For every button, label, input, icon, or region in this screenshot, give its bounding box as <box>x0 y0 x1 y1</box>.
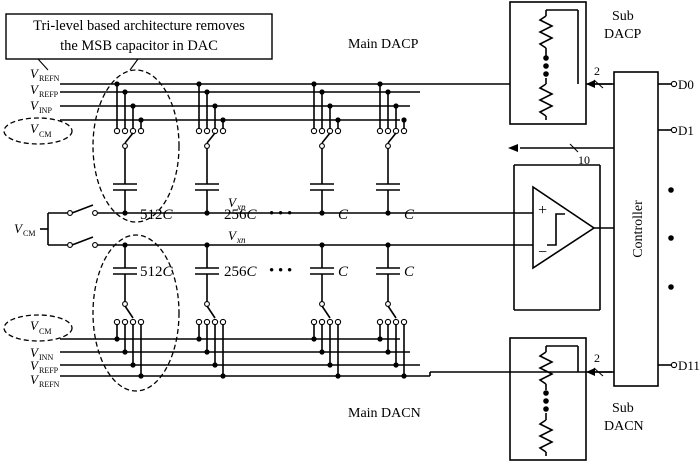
cap-label-c4-bottom: C <box>404 264 415 280</box>
svg-text:V: V <box>30 372 40 387</box>
cap-label-c3-bottom: C <box>338 264 349 280</box>
svg-text:REFN: REFN <box>39 380 60 389</box>
vcm-bottom-ellipse <box>3 314 73 342</box>
svg-text:CM: CM <box>23 229 35 238</box>
svg-text:V: V <box>30 66 40 81</box>
vrefn-bottom-label: V REFN <box>30 372 60 389</box>
vrefp-bottom-label: V REFP <box>30 358 59 375</box>
svg-text:xn: xn <box>236 235 246 245</box>
svg-text:REFP: REFP <box>39 366 59 375</box>
bottom-cap-column <box>195 242 227 379</box>
svg-text:INN: INN <box>39 353 53 362</box>
vxp-label: V xp <box>228 195 246 212</box>
svg-text:V: V <box>228 195 238 210</box>
sub-dacn-label-2: DACN <box>604 419 644 434</box>
svg-text:V: V <box>30 121 40 136</box>
vcm-top-label: V CM <box>30 121 51 139</box>
svg-text:REFN: REFN <box>39 74 60 83</box>
cap-ellipsis-bottom: • • • <box>269 263 292 279</box>
bottom-cap-column <box>376 242 408 379</box>
top-cap-column <box>310 81 342 216</box>
sub-dacn-block <box>509 337 614 461</box>
sub-dacp-label-1: Sub <box>612 9 634 24</box>
vxn-label: V xn <box>228 228 246 245</box>
bottom-capacitor-array <box>113 242 408 379</box>
controller-block <box>613 71 659 387</box>
annotation-line-2: the MSB capacitor in DAC <box>60 38 218 54</box>
controller-label: Controller <box>631 200 646 258</box>
sub-dacp-label-2: DACP <box>604 27 642 42</box>
svg-text:xp: xp <box>236 202 246 212</box>
comparator: + − <box>532 185 614 270</box>
svg-text:V: V <box>228 228 238 243</box>
sub-dacp-block <box>509 1 614 125</box>
svg-text:INP: INP <box>39 106 52 115</box>
sub-dacn-label-1: Sub <box>612 401 634 416</box>
bus-width-top: 2 <box>594 64 600 78</box>
cap-ellipsis-top: • • • <box>269 206 292 222</box>
cap-label-c3-top: C <box>338 207 349 223</box>
svg-text:V: V <box>30 98 40 113</box>
annotation-line-1: Tri-level based architecture removes <box>33 18 245 34</box>
annotation-box <box>5 13 273 60</box>
cap-label-512c-top: 512C <box>140 207 174 223</box>
main-dacp-label: Main DACP <box>348 37 419 52</box>
top-cap-column <box>195 81 227 216</box>
msb-highlight-top <box>92 69 180 223</box>
comparator-plus: + <box>538 202 547 219</box>
vrefn-top-label: V REFN <box>30 66 60 83</box>
cap-label-256c-top: 256C <box>224 207 258 223</box>
svg-text:REFP: REFP <box>39 90 59 99</box>
vcm-top-ellipse <box>3 117 73 145</box>
bus-width-mid: 10 <box>578 153 590 167</box>
sampling-switches <box>40 204 98 248</box>
svg-text:V: V <box>30 82 40 97</box>
svg-text:CM: CM <box>39 327 51 336</box>
vcm-bottom-label: V CM <box>30 318 51 336</box>
bottom-cap-column <box>113 242 145 379</box>
bottom-cap-column <box>310 242 342 379</box>
svg-text:CM: CM <box>39 130 51 139</box>
vinp-label: V INP <box>30 98 52 115</box>
top-cap-column <box>113 81 145 216</box>
main-dacn-label: Main DACN <box>348 406 421 421</box>
top-capacitor-array <box>113 81 408 216</box>
vinn-label: V INN <box>30 345 53 362</box>
output-d11: D11 <box>678 358 700 373</box>
output-d1: D1 <box>678 123 694 138</box>
output-d0: D0 <box>678 77 694 92</box>
svg-text:V: V <box>14 221 24 236</box>
svg-text:V: V <box>30 345 40 360</box>
cap-label-c4-top: C <box>404 207 415 223</box>
vcm-input-label: V CM <box>14 221 35 238</box>
cap-label-256c-bottom: 256C <box>224 264 258 280</box>
comparator-minus: − <box>538 244 547 261</box>
controller-outputs <box>658 80 678 369</box>
svg-text:V: V <box>30 318 40 333</box>
control-bus-10 <box>508 143 614 311</box>
svg-text:V: V <box>30 358 40 373</box>
top-cap-column <box>376 81 408 216</box>
vrefp-top-label: V REFP <box>30 82 59 99</box>
msb-highlight-bottom <box>92 234 180 392</box>
bottom-reference-bus <box>60 338 612 377</box>
bus-width-bottom: 2 <box>594 351 600 365</box>
cap-label-512c-bottom: 512C <box>140 264 174 280</box>
